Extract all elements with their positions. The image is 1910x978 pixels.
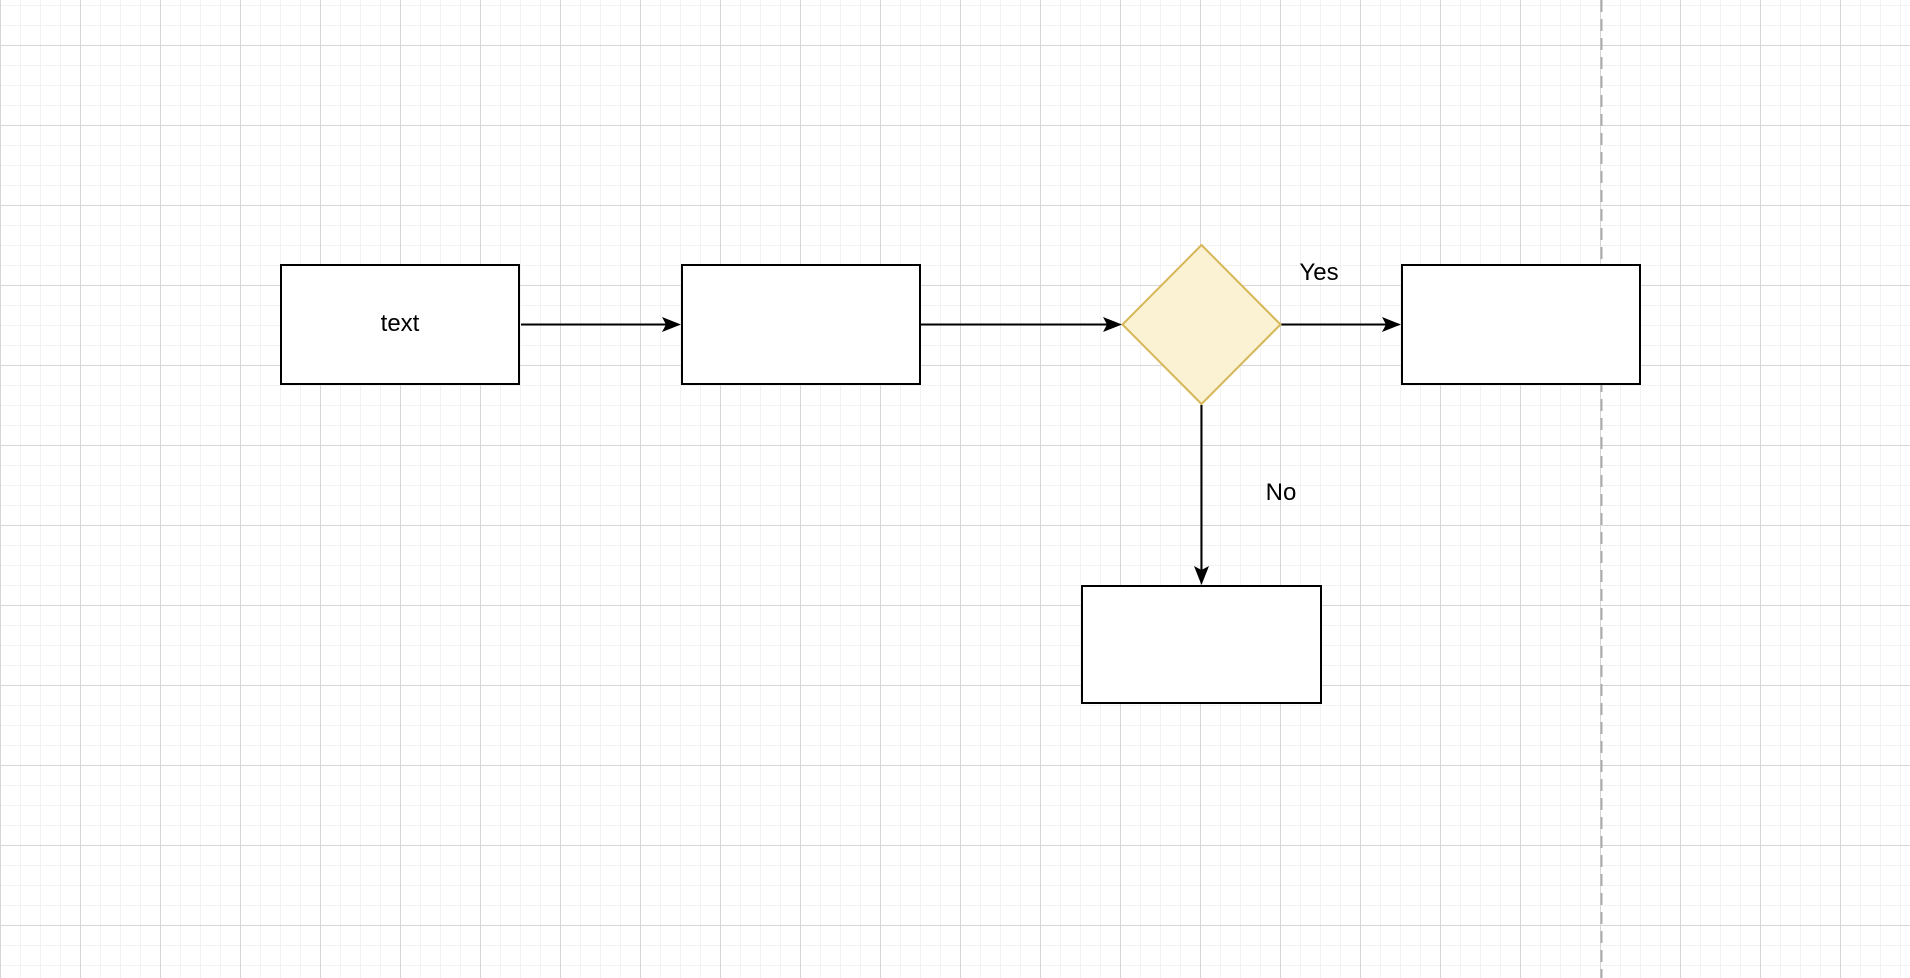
arrowhead-icon xyxy=(1103,317,1122,332)
connector-node3-node5-no[interactable] xyxy=(1194,405,1209,585)
flow-node-process[interactable] xyxy=(681,264,921,385)
flow-node-no-result[interactable] xyxy=(1081,585,1322,704)
flow-node-start[interactable]: text xyxy=(280,264,520,385)
connector-node1-node2[interactable] xyxy=(521,317,681,332)
connector-node2-node3[interactable] xyxy=(921,317,1122,332)
decision-diamond-node[interactable] xyxy=(1121,244,1282,405)
edge-label-yes[interactable]: Yes xyxy=(1299,259,1339,286)
node-label: text xyxy=(380,310,420,338)
flow-node-yes-result[interactable] xyxy=(1401,264,1641,385)
arrowhead-icon xyxy=(1382,317,1401,332)
arrowhead-icon xyxy=(1194,566,1209,585)
edge-label-no[interactable]: No xyxy=(1265,479,1297,506)
arrowhead-icon xyxy=(662,317,681,332)
connector-node3-node4-yes[interactable] xyxy=(1281,317,1401,332)
